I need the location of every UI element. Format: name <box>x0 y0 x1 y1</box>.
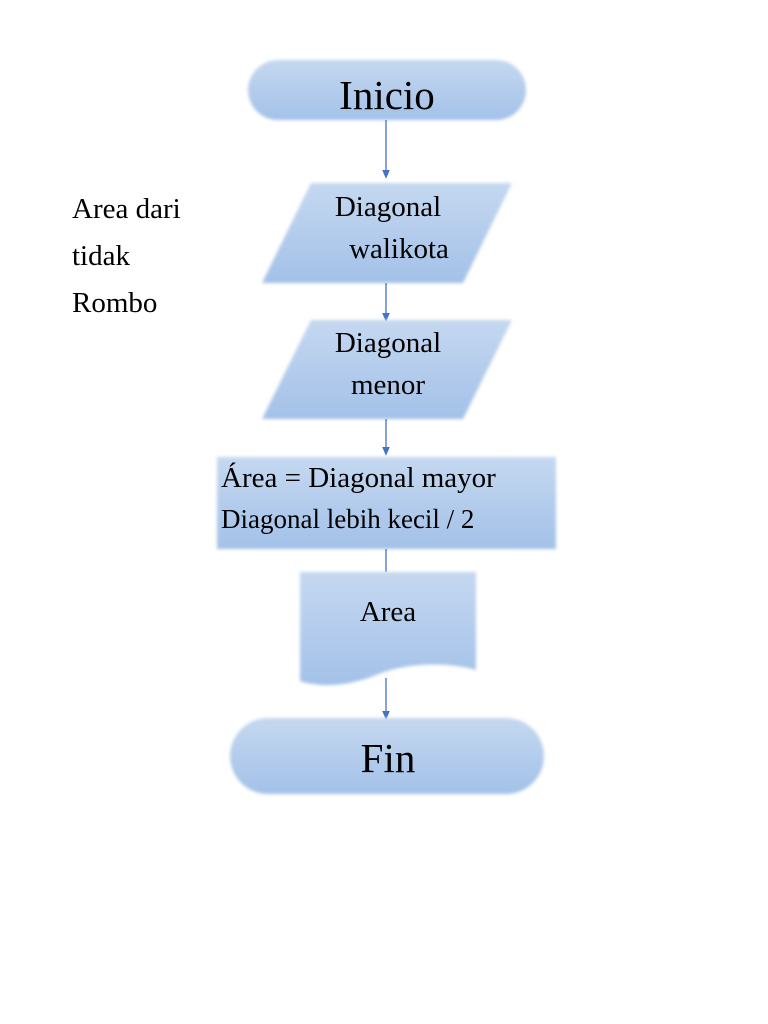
title-line-1: Area dari <box>72 193 181 225</box>
end-terminator-shape <box>230 718 544 794</box>
process-shape <box>217 457 556 549</box>
output-label: Area <box>359 596 417 628</box>
input-major-line-1: Diagonal <box>334 191 442 223</box>
diagram-title: Area dari tidak Rombo <box>72 186 181 327</box>
input-minor-label: Diagonal menor <box>300 322 476 406</box>
process-line-1: Área = Diagonal mayor <box>221 462 496 494</box>
process-line-2: Diagonal lebih kecil / 2 <box>221 504 475 534</box>
input-major-diagonal-shape <box>262 183 512 283</box>
end-label: Fin <box>360 735 416 781</box>
input-minor-line-1: Diagonal <box>334 327 442 359</box>
input-major-line-2: walikota <box>349 233 449 265</box>
start-label: Inicio <box>339 72 435 118</box>
input-minor-diagonal-shape <box>262 320 512 419</box>
title-line-2: tidak <box>72 240 130 272</box>
input-major-label: Diagonal walikota <box>300 186 476 270</box>
title-line-3: Rombo <box>72 287 158 319</box>
process-label: Área = Diagonal mayor Diagonal lebih kec… <box>221 457 555 539</box>
input-minor-line-2: menor <box>350 369 426 401</box>
output-document-shape <box>300 572 476 686</box>
start-terminator-shape <box>248 60 526 120</box>
